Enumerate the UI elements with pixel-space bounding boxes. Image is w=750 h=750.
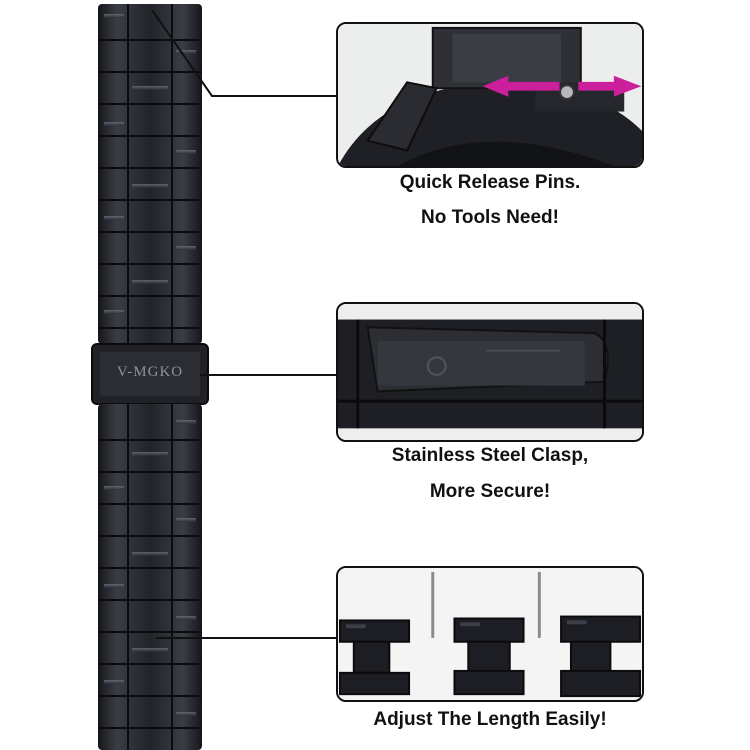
leader-line-1 [151, 9, 336, 97]
callout-caption-line: No Tools Need! [421, 207, 559, 228]
callout-caption-line: Adjust The Length Easily! [373, 709, 607, 730]
callout-image-steel-clasp [336, 302, 644, 442]
clasp-brand-mark: V-MGKO [116, 364, 184, 380]
callout-caption-line: Stainless Steel Clasp, [391, 445, 589, 466]
watch-band-strap [91, 4, 209, 750]
leader-line-3 [156, 637, 338, 639]
double-arrow-icon [482, 75, 642, 97]
callout-caption-line: Quick Release Pins. [399, 172, 581, 193]
callout-image-adjust-links [336, 566, 644, 702]
leader-line-2 [200, 374, 338, 376]
callout-caption-line: More Secure! [429, 481, 551, 502]
callout-image-quick-release [336, 22, 644, 168]
